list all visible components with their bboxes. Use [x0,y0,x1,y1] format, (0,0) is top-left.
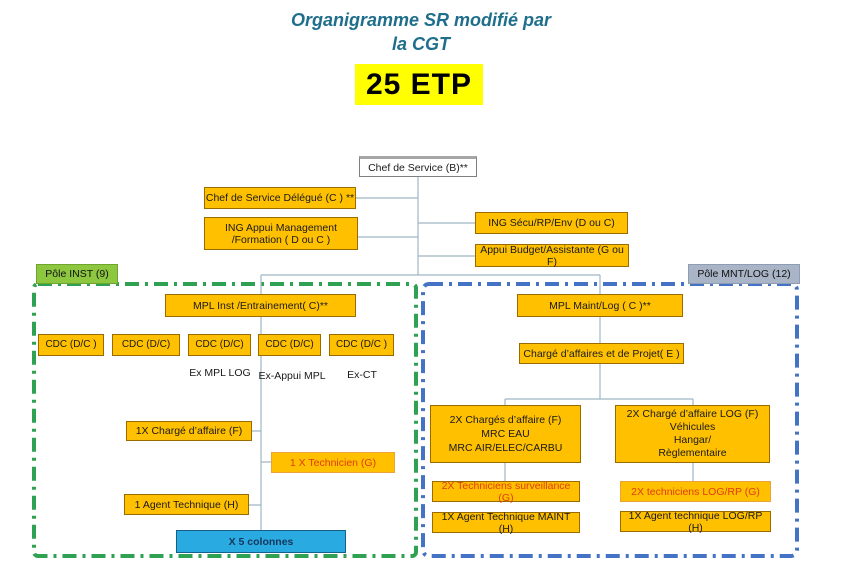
node-chef-de-service: Chef de Service (B)** [359,156,477,177]
node-ing-secu: ING Sécu/RP/Env (D ou C) [475,212,628,234]
node-chef-delegue: Chef de Service Délégué (C ) ** [204,187,356,209]
pole-inst-label: Pôle INST (9) [36,264,118,284]
node-charges-mrc-line1: 2X Chargés d’affaire (F) [449,414,562,426]
node-agent-technique: 1 Agent Technique (H) [124,494,249,515]
connector-lines [249,177,694,530]
node-charges-mrc-line3: MRC AIR/ELEC/CARBU [448,442,563,454]
cdc-note-ex-ct: Ex-CT [347,369,377,381]
page-title-line1: Organigramme SR modifié par [290,10,552,30]
node-cdc-5: CDC (D/C ) [329,334,394,356]
node-techniciens-log-rp: 2X techniciens LOG/RP (G) [620,481,771,502]
node-charge-log-line2: Véhicules [669,421,716,433]
node-techniciens-surveillance: 2X Techniciens surveillance (G) [432,480,580,504]
pole-mnt-label: Pôle MNT/LOG (12) [688,264,800,284]
etp-total-badge: 25 ETP [355,64,483,105]
node-cdc-4: CDC (D/C) [258,334,321,356]
node-agent-technique-log-rp: 1X Agent technique LOG/RP (H) [620,510,771,534]
node-cdc-2: CDC (D/C) [112,334,180,356]
node-cdc-1: CDC (D/C ) [38,334,104,356]
pole-inst-region-border [32,282,418,558]
node-mpl-maint-log: MPL Maint/Log ( C )** [517,294,683,317]
node-charge-log-line3: Hangar/ [673,434,712,446]
node-charge-log-line1: 2X Chargé d’affaire LOG (F) [626,408,759,420]
node-ing-appui-management: ING Appui Management /Formation ( D ou C… [204,217,358,250]
node-charges-mrc-line2: MRC EAU [481,428,530,440]
node-ing-appui-line2: /Formation ( D ou C ) [231,233,331,246]
cdc-note-ex-mpl-log: Ex MPL LOG [189,367,251,379]
pole-mnt-region-border [421,282,799,558]
node-charge-log-line4: Règlementaire [658,447,727,459]
cdc-note-ex-appui-mpl: Ex-Appui MPL [258,370,326,382]
node-charge-affaires-projet: Chargé d’affaires et de Projet( E ) [519,343,684,364]
node-cdc-3: CDC (D/C) [188,334,251,356]
node-mpl-inst: MPL Inst /Entrainement( C)** [165,294,356,317]
page-title: Organigramme SR modifié par la CGT [0,8,842,56]
node-technicien: 1 X Technicien (G) [271,452,395,473]
node-agent-technique-maint: 1X Agent Technique MAINT (H) [432,511,580,535]
node-ing-appui-line1: ING Appui Management [224,221,338,234]
node-charges-affaire-mrc: 2X Chargés d’affaire (F) MRC EAU MRC AIR… [430,405,581,463]
node-charge-affaire: 1X Chargé d’affaire (F) [126,421,252,441]
node-x5-colonnes: X 5 colonnes [176,530,346,553]
node-appui-budget: Appui Budget/Assistante (G ou F) [475,244,629,268]
node-charge-affaire-log: 2X Chargé d’affaire LOG (F) Véhicules Ha… [615,405,770,463]
page-title-line2: la CGT [391,34,450,54]
